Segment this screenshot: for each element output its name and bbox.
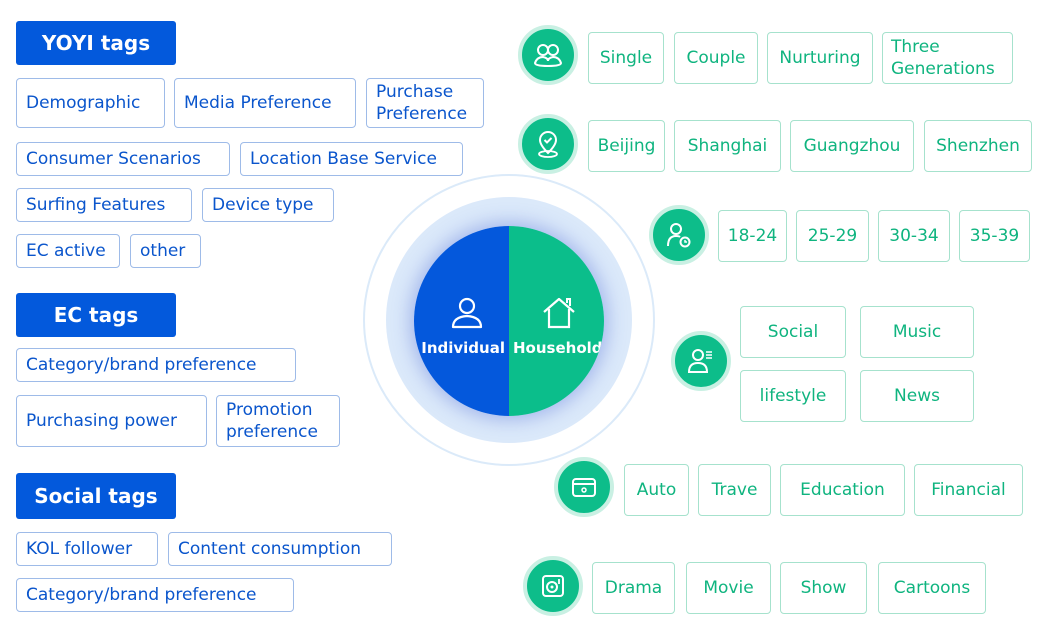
tag-content-consumption[interactable]: Content consumption [168,532,392,566]
age-icon-badge [649,205,709,265]
individual-label: Individual [421,339,505,357]
tag-ec-active[interactable]: EC active [16,234,120,268]
tag-age-25-29[interactable]: 25-29 [796,210,869,262]
tag-drama[interactable]: Drama [592,562,675,614]
tag-shanghai[interactable]: Shanghai [674,120,781,172]
tag-consumer-scenarios[interactable]: Consumer Scenarios [16,142,230,176]
tag-surfing-features[interactable]: Surfing Features [16,188,192,222]
tag-music[interactable]: Music [860,306,974,358]
user-clock-icon [667,223,691,248]
tag-age-18-24[interactable]: 18-24 [718,210,787,262]
tag-financial[interactable]: Financial [914,464,1023,516]
tag-movie[interactable]: Movie [686,562,771,614]
tag-beijing[interactable]: Beijing [588,120,665,172]
family-icon [533,44,563,68]
tag-lifestyle[interactable]: lifestyle [740,370,846,422]
tag-media-preference[interactable]: Media Preference [174,78,356,128]
tag-couple[interactable]: Couple [674,32,758,84]
tag-purchase-preference[interactable]: Purchase Preference [366,78,484,128]
family-icon-badge [518,25,578,85]
tag-auto[interactable]: Auto [624,464,689,516]
tag-other[interactable]: other [130,234,201,268]
tag-shenzhen[interactable]: Shenzhen [924,120,1032,172]
household-label: Household [513,339,603,357]
tag-social-category-brand-preference[interactable]: Category/brand preference [16,578,294,612]
tag-show[interactable]: Show [780,562,867,614]
core-circle: Individual Household [414,226,604,416]
tag-age-35-39[interactable]: 35-39 [959,210,1030,262]
entertainment-icon-badge [523,556,583,616]
tag-trave[interactable]: Trave [698,464,771,516]
tag-device-type[interactable]: Device type [202,188,334,222]
social-tags-heading: Social tags [16,473,176,519]
interest-icon-badge [671,331,731,391]
tag-three-generations[interactable]: Three Generations [882,32,1013,84]
ec-tags-heading: EC tags [16,293,176,337]
house-icon [543,297,575,329]
location-pin-icon [538,131,558,158]
card-icon [572,478,596,497]
location-icon-badge [518,114,578,174]
tag-location-base-service[interactable]: Location Base Service [240,142,463,176]
tag-news[interactable]: News [860,370,974,422]
tag-category-brand-preference[interactable]: Category/brand preference [16,348,296,382]
consumption-icon-badge [554,457,614,517]
tag-purchasing-power[interactable]: Purchasing power [16,395,207,447]
tag-demographic[interactable]: Demographic [16,78,165,128]
outer-ring [363,174,655,466]
tag-nurturing[interactable]: Nurturing [767,32,873,84]
user-profile-icon [687,349,712,373]
tag-guangzhou[interactable]: Guangzhou [790,120,914,172]
tag-age-30-34[interactable]: 30-34 [878,210,950,262]
tag-cartoons[interactable]: Cartoons [878,562,986,614]
tag-education[interactable]: Education [780,464,905,516]
person-icon [451,297,483,329]
tag-kol-follower[interactable]: KOL follower [16,532,158,566]
tag-single[interactable]: Single [588,32,664,84]
tag-promotion-preference[interactable]: Promotion preference [216,395,340,447]
tag-social[interactable]: Social [740,306,846,358]
yoyi-tags-heading: YOYI tags [16,21,176,65]
record-player-icon [542,575,564,597]
